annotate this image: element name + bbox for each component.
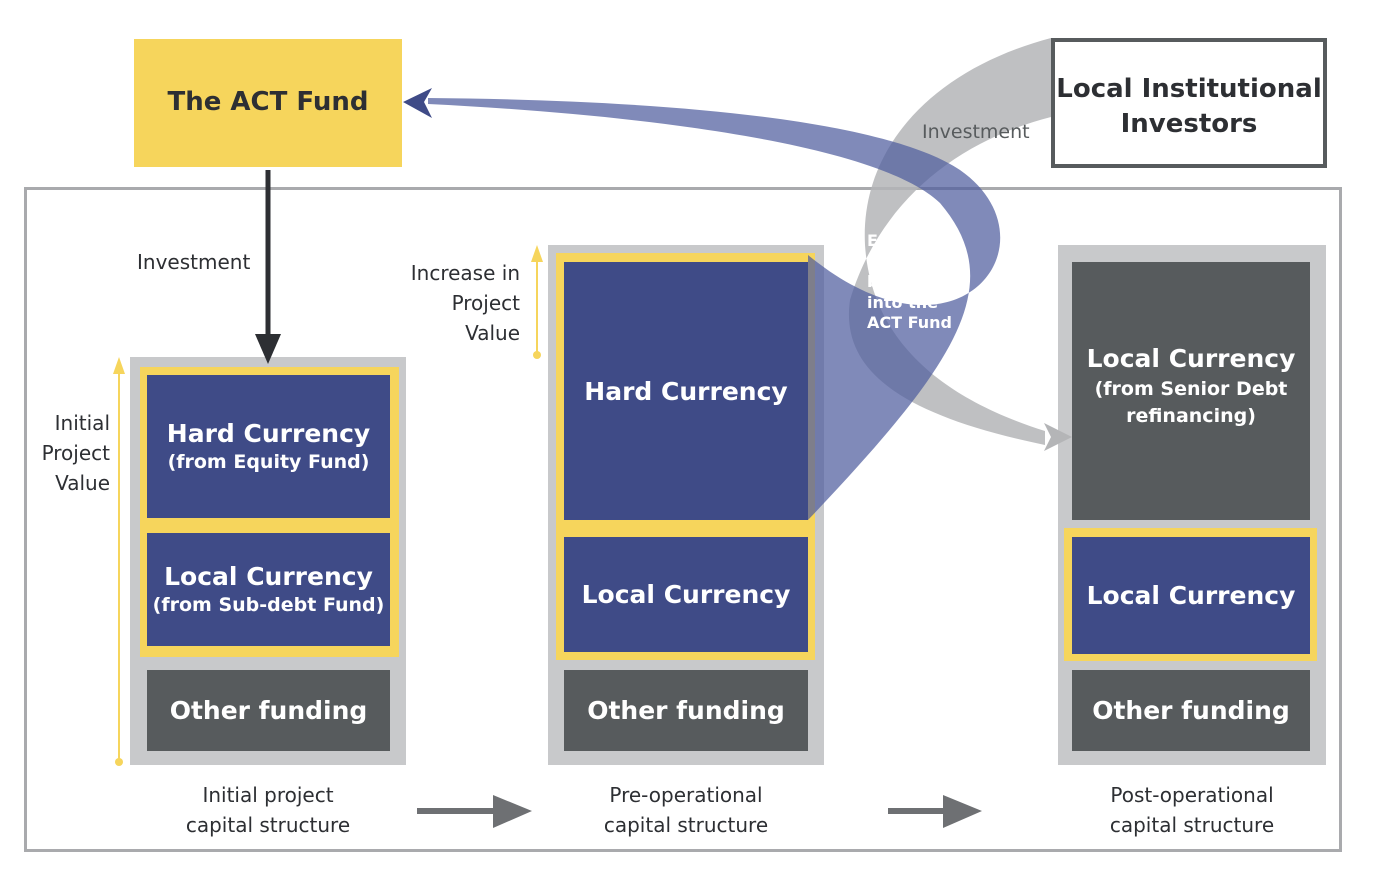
stage-1-caption: Initial project capital structure [130, 780, 406, 840]
stage-2-local-currency-text: Local Currency [564, 537, 808, 652]
stage-3-local-currency-label: Local Currency [1086, 581, 1296, 610]
equity-released-label: Equity released back into the ACT Fund [867, 231, 952, 334]
increase-value-line-3: Value [465, 321, 520, 345]
act-fund-label: The ACT Fund [167, 87, 369, 117]
stage-2-local-currency-block [564, 537, 808, 652]
stage-3-senior-debt-text: Local Currency (from Senior Debt refinan… [1072, 343, 1310, 443]
stage-progress-arrow-2-head [943, 795, 982, 828]
stage-2-other-funding-block [564, 670, 808, 751]
stage-2-hard-currency-block [564, 262, 808, 520]
stage-3-local-currency-text: Local Currency [1072, 537, 1310, 654]
initial-value-measure-dot [115, 758, 123, 766]
stage-3-local-currency-block [1072, 537, 1310, 654]
act-fund-box [134, 39, 402, 167]
stage-2-caption: Pre-operational capital structure [548, 780, 824, 840]
stage-3-senior-debt-block [1072, 262, 1310, 520]
equity-released-line-1: Equity [867, 231, 925, 250]
act-investment-arrowhead [255, 334, 281, 364]
increase-value-label: Increase in Project Value [390, 258, 520, 348]
stage-3-other-funding-block [1072, 670, 1310, 751]
stage-2-local-currency-label: Local Currency [581, 580, 791, 609]
stage-1-local-currency-label: Local Currency [164, 561, 373, 591]
stage-2-other-funding-text: Other funding [564, 670, 808, 751]
stage-2-caption-line-2: capital structure [603, 813, 769, 837]
stage-2-other-funding-label: Other funding [587, 696, 785, 725]
initial-value-line-2: Project [41, 441, 110, 465]
stage-1-local-currency-source: (from Sub-debt Fund) [152, 593, 385, 616]
increase-value-line-2: Project [451, 291, 520, 315]
stage-1-local-currency-block [147, 533, 390, 646]
increase-value-measure-arrowhead [531, 245, 543, 262]
initial-value-line-3: Value [55, 471, 110, 495]
stage-3-other-funding-text: Other funding [1072, 670, 1310, 751]
increase-value-measure-dot [533, 351, 541, 359]
stage-1-other-funding-label: Other funding [169, 696, 368, 725]
stage-2-hard-currency-text: Hard Currency [564, 262, 808, 520]
initial-value-measure-arrowhead [113, 357, 125, 374]
stage-1-hard-currency-source: (from Equity Fund) [167, 450, 370, 473]
stage-progress-arrow-1-head [493, 795, 532, 828]
institutional-investment-label: Investment [922, 121, 1030, 143]
initial-value-label: Initial Project Value [28, 408, 110, 498]
stage-3-caption-line-1: Post-operational [1110, 783, 1274, 807]
equity-release-arrowhead [403, 88, 432, 118]
stage-3-other-funding-label: Other funding [1092, 696, 1290, 725]
stage-1-caption-line-1: Initial project [202, 783, 334, 807]
stage-3-senior-debt-source-2: refinancing) [1126, 405, 1256, 427]
stage-2-caption-line-1: Pre-operational [609, 783, 763, 807]
local-investors-line-1: Local Institutional [1056, 74, 1322, 104]
stage-3-caption: Post-operational capital structure [1058, 780, 1326, 840]
stage-3-caption-line-2: capital structure [1109, 813, 1275, 837]
stage-1-local-currency-text: Local Currency (from Sub-debt Fund) [147, 533, 390, 646]
stage-1-other-funding-text: Other funding [147, 670, 390, 751]
stage-1-hard-currency-text: Hard Currency (from Equity Fund) [147, 375, 390, 518]
equity-release-flow [428, 98, 1001, 520]
local-investors-line-2: Investors [1120, 109, 1258, 139]
equity-released-line-4: into the [867, 292, 938, 312]
stage-1-hard-currency-label: Hard Currency [166, 418, 371, 448]
stage-3-senior-debt-source-1: (from Senior Debt [1094, 378, 1288, 400]
process-frame [24, 187, 1342, 852]
institutional-investment-arrowhead [1044, 423, 1072, 451]
stage-2-hard-currency-label: Hard Currency [584, 376, 788, 406]
equity-released-line-5: ACT Fund [867, 313, 952, 332]
equity-released-line-3: back [867, 272, 910, 291]
stage-1-hard-currency-block [147, 375, 390, 518]
local-investors-box [1051, 38, 1327, 168]
initial-value-line-1: Initial [54, 411, 110, 435]
stage-3-senior-debt-label: Local Currency [1086, 344, 1296, 373]
stage-1-caption-line-2: capital structure [185, 813, 351, 837]
equity-released-line-2: released [867, 251, 945, 271]
stage-1-other-funding-block [147, 670, 390, 751]
act-investment-label: Investment [137, 250, 251, 274]
local-investors-label: Local Institutional Investors [1051, 72, 1327, 142]
increase-value-line-1: Increase in [410, 261, 520, 285]
